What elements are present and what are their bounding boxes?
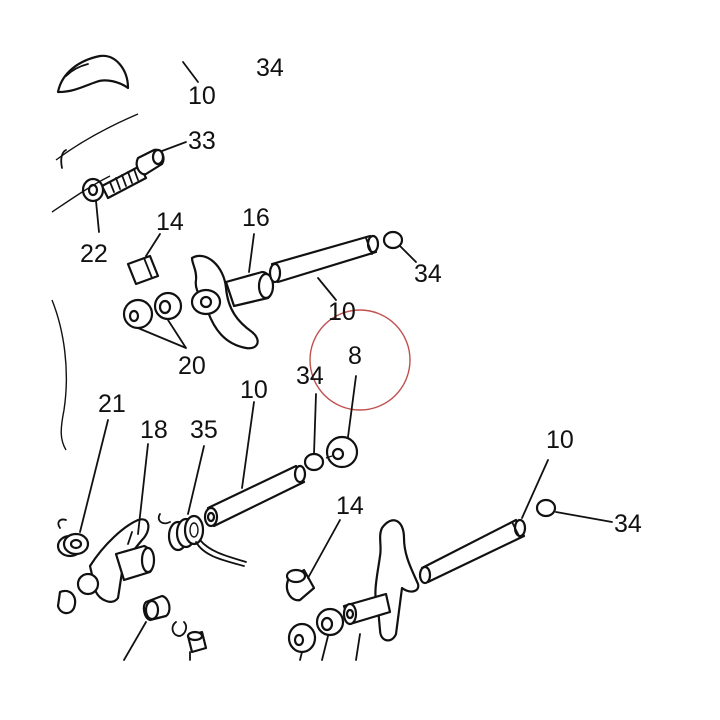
leader-35 <box>187 445 205 515</box>
leader-21 <box>79 419 109 533</box>
callout-34-middle: 34 <box>296 362 324 390</box>
leader-14-upper <box>145 233 161 257</box>
callout-22: 22 <box>80 240 108 268</box>
callout-8: 8 <box>348 342 362 370</box>
washer-pair <box>122 291 183 330</box>
washer-pair-lower <box>287 607 345 661</box>
leader-22 <box>95 200 100 233</box>
leader-18 <box>137 443 149 535</box>
ring-upper <box>382 230 404 250</box>
callout-20: 20 <box>178 352 206 380</box>
bottom-left-parts <box>56 589 208 661</box>
washer-8-part <box>325 435 359 469</box>
leader-20 <box>137 319 187 349</box>
lever-upper <box>190 254 275 350</box>
callout-10-upper: 10 <box>328 298 356 326</box>
bushing-upper <box>126 254 160 286</box>
leader-14-lower <box>307 519 341 579</box>
leader-34-middle <box>313 393 317 455</box>
leader-33 <box>161 141 187 152</box>
callout-18: 18 <box>140 416 168 444</box>
callout-34-lower: 34 <box>614 510 642 538</box>
callout-top-34: 34 <box>256 54 284 82</box>
leader-16 <box>248 233 255 273</box>
leader-8 <box>347 375 357 438</box>
pin-upper <box>268 234 380 284</box>
pin-middle <box>203 464 307 528</box>
callout-33: 33 <box>188 127 216 155</box>
pin-lower <box>418 518 527 585</box>
lever-fragment-top <box>56 54 130 94</box>
callout-14-upper: 14 <box>156 208 184 236</box>
leader-10-upper <box>317 277 337 301</box>
ring-middle <box>303 452 325 472</box>
ring-lower <box>535 498 557 518</box>
callout-21: 21 <box>98 390 126 418</box>
housing-outline <box>51 299 68 451</box>
callout-35: 35 <box>190 416 218 444</box>
leader-10-middle <box>241 401 255 489</box>
lever-lower-right <box>342 519 420 661</box>
lever-lower-left <box>76 518 156 603</box>
callout-10-middle: 10 <box>240 376 268 404</box>
callout-16: 16 <box>242 204 270 232</box>
nut <box>56 518 90 558</box>
callout-labels: 10 34 33 22 14 16 34 10 20 8 34 10 21 18… <box>80 54 642 538</box>
leader-34-lower <box>555 511 613 523</box>
leader-10-lower <box>521 459 549 519</box>
spring <box>157 513 247 567</box>
callout-14-lower: 14 <box>336 492 364 520</box>
highlight-circle <box>309 309 411 411</box>
callout-10-lower: 10 <box>546 426 574 454</box>
centerline-22 <box>51 175 111 213</box>
screw <box>100 148 165 200</box>
callout-34-upper: 34 <box>414 260 442 288</box>
callout-top-10: 10 <box>188 82 216 110</box>
leader-top-10 <box>182 61 199 83</box>
leader-34-upper <box>399 245 417 263</box>
axis-middle <box>325 455 333 459</box>
centerline-33 <box>55 113 139 161</box>
